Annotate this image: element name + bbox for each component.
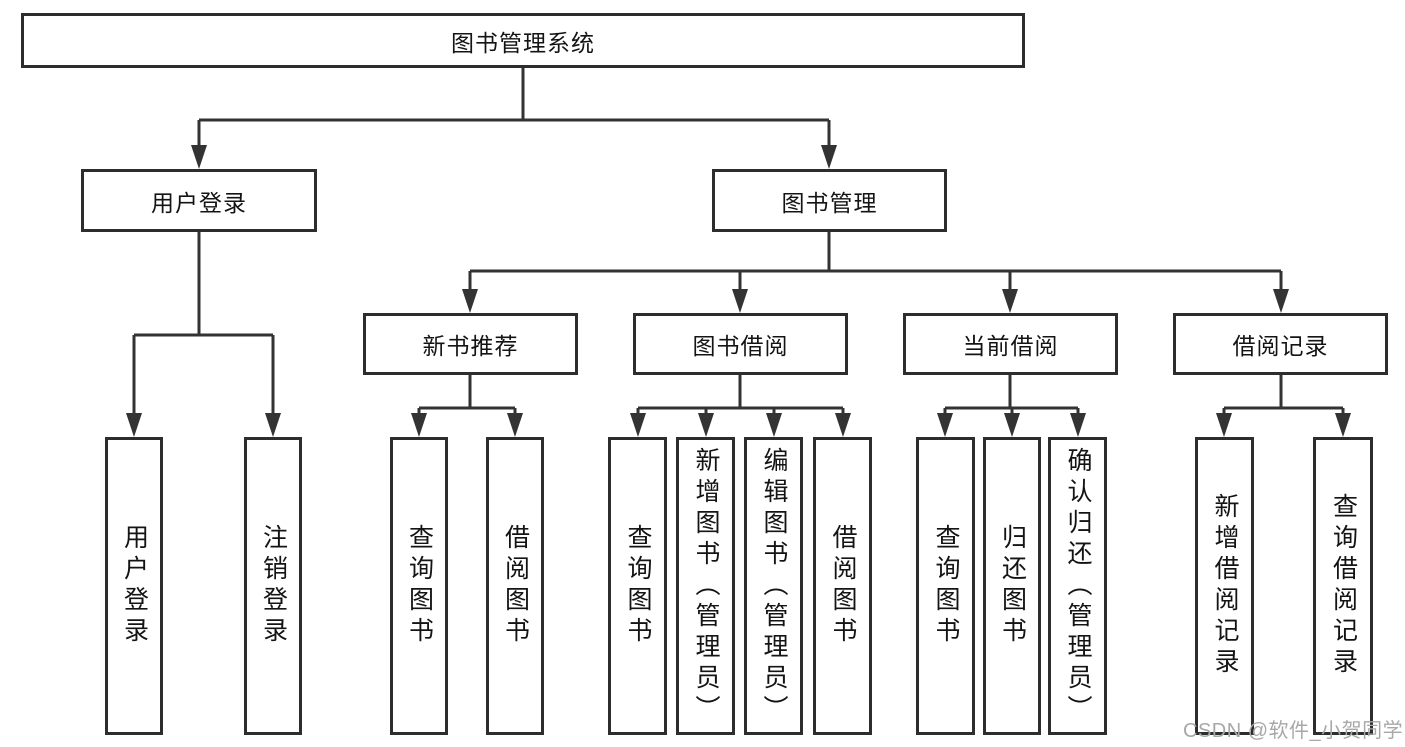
- node-label: 图书管理: [781, 189, 878, 216]
- node-book-borrowing: 图书借阅: [633, 313, 848, 375]
- node-user-login: 用户登录: [81, 169, 317, 232]
- node-label: 当前借阅: [962, 333, 1059, 359]
- node-label: 借阅图书: [829, 524, 857, 648]
- leaf-query-books-borrowing: 查询图书: [608, 437, 667, 735]
- leaf-return-books: 归还图书: [983, 437, 1041, 735]
- csdn-watermark: CSDN @软件_小贺同学: [1183, 720, 1404, 742]
- node-borrowing-records: 借阅记录: [1173, 313, 1388, 375]
- node-label: 新增图书（管理员）: [692, 446, 720, 726]
- node-label: 确认归还（管理员）: [1064, 446, 1092, 726]
- leaf-query-books-current: 查询图书: [916, 437, 975, 735]
- leaf-query-borrow-record: 查询借阅记录: [1313, 437, 1373, 735]
- node-label: 借阅记录: [1232, 333, 1329, 359]
- node-book-management: 图书管理: [712, 169, 947, 232]
- node-label: 图书借阅: [692, 333, 789, 359]
- node-label: 查询图书: [624, 524, 652, 648]
- leaf-query-books-recommend: 查询图书: [390, 437, 448, 735]
- node-label: 注销登录: [259, 524, 288, 648]
- node-label: 查询图书: [932, 524, 960, 648]
- leaf-borrow-books-recommend: 借阅图书: [486, 437, 544, 735]
- node-label: 查询借阅记录: [1329, 493, 1358, 679]
- leaf-add-books-admin: 新增图书（管理员）: [676, 437, 735, 735]
- leaf-edit-books-admin: 编辑图书（管理员）: [744, 437, 803, 735]
- arrowheads: [126, 145, 1351, 437]
- leaf-confirm-return-admin: 确认归还（管理员）: [1048, 437, 1107, 735]
- node-label: 用户登录: [151, 189, 247, 216]
- leaf-add-borrow-record: 新增借阅记录: [1195, 437, 1254, 735]
- node-label: 新书推荐: [422, 333, 519, 359]
- node-label: 查询图书: [405, 524, 434, 648]
- leaf-user-login: 用户登录: [105, 437, 163, 735]
- node-library-management-system: 图书管理系统: [21, 13, 1025, 68]
- node-current-borrowing: 当前借阅: [903, 313, 1118, 375]
- node-label: 用户登录: [120, 524, 149, 648]
- node-label: 借阅图书: [501, 524, 530, 648]
- leaf-borrow-books-borrowing: 借阅图书: [813, 437, 872, 735]
- node-label: 新增借阅记录: [1211, 493, 1239, 679]
- leaf-logout-login: 注销登录: [244, 437, 302, 735]
- node-label: 编辑图书（管理员）: [760, 446, 788, 726]
- node-label: 归还图书: [998, 524, 1027, 648]
- node-new-book-recommendation: 新书推荐: [363, 313, 578, 375]
- node-label: 图书管理系统: [451, 29, 595, 56]
